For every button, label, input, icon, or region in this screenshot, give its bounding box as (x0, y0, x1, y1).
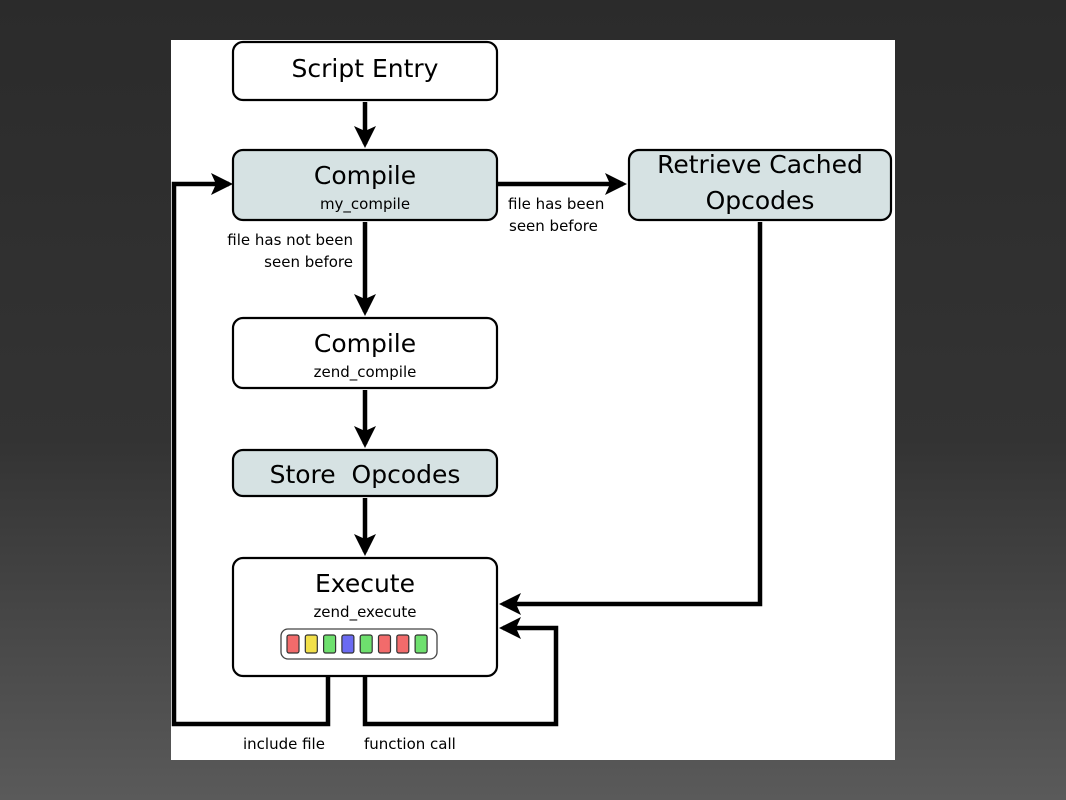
compile-zend-title: Compile (314, 329, 416, 358)
opcode-chips (286, 634, 428, 654)
node-compile-my: Compile my_compile (231, 148, 499, 222)
edge-include-file-loop (171, 173, 331, 727)
label-seen-before-line1: file has been (508, 195, 604, 213)
opcode-chip-green (414, 634, 428, 654)
node-compile-zend: Compile zend_compile (231, 316, 499, 390)
store-opcodes-title: Store Opcodes (270, 460, 461, 489)
node-retrieve-cached: Retrieve Cached Opcodes (627, 148, 893, 222)
retrieve-cached-title-line2: Opcodes (706, 186, 815, 215)
retrieve-cached-title-line1: Retrieve Cached (657, 150, 863, 179)
compile-my-title: Compile (314, 161, 416, 190)
compile-my-box (231, 148, 499, 222)
script-entry-title: Script Entry (292, 54, 439, 83)
compile-my-sub: my_compile (320, 195, 410, 214)
retrieve-cached-box (627, 148, 893, 222)
script-entry-box (231, 40, 499, 102)
store-opcodes-box (231, 448, 499, 498)
label-include-file: include file (243, 735, 325, 753)
opcode-chip-red (396, 634, 410, 654)
compile-zend-sub: zend_compile (314, 363, 417, 382)
edge-retrieve-to-execute (499, 222, 763, 615)
compile-zend-box (231, 316, 499, 390)
execute-title: Execute (315, 569, 415, 598)
execute-sub: zend_execute (313, 603, 416, 622)
edge-function-call-loop (362, 617, 559, 727)
node-store-opcodes: Store Opcodes (231, 448, 499, 498)
opcode-chip-red (377, 634, 392, 654)
node-script-entry: Script Entry (231, 40, 499, 102)
diagram-canvas: file has been seen before file has not b… (171, 40, 895, 760)
opcode-strip (280, 628, 438, 660)
node-execute: Execute zend_execute (231, 556, 499, 678)
label-not-seen-line1: file has not been (227, 231, 353, 249)
label-seen-before-line2: seen before (509, 217, 598, 235)
opcode-chip-green (323, 634, 337, 654)
label-function-call: function call (364, 735, 456, 753)
opcode-chip-yellow (304, 634, 318, 654)
opcode-chip-blue (341, 634, 355, 654)
label-not-seen-line2: seen before (264, 253, 353, 271)
connectors (171, 102, 763, 727)
opcode-chip-red (286, 634, 300, 654)
opcode-chip-green (359, 634, 373, 654)
